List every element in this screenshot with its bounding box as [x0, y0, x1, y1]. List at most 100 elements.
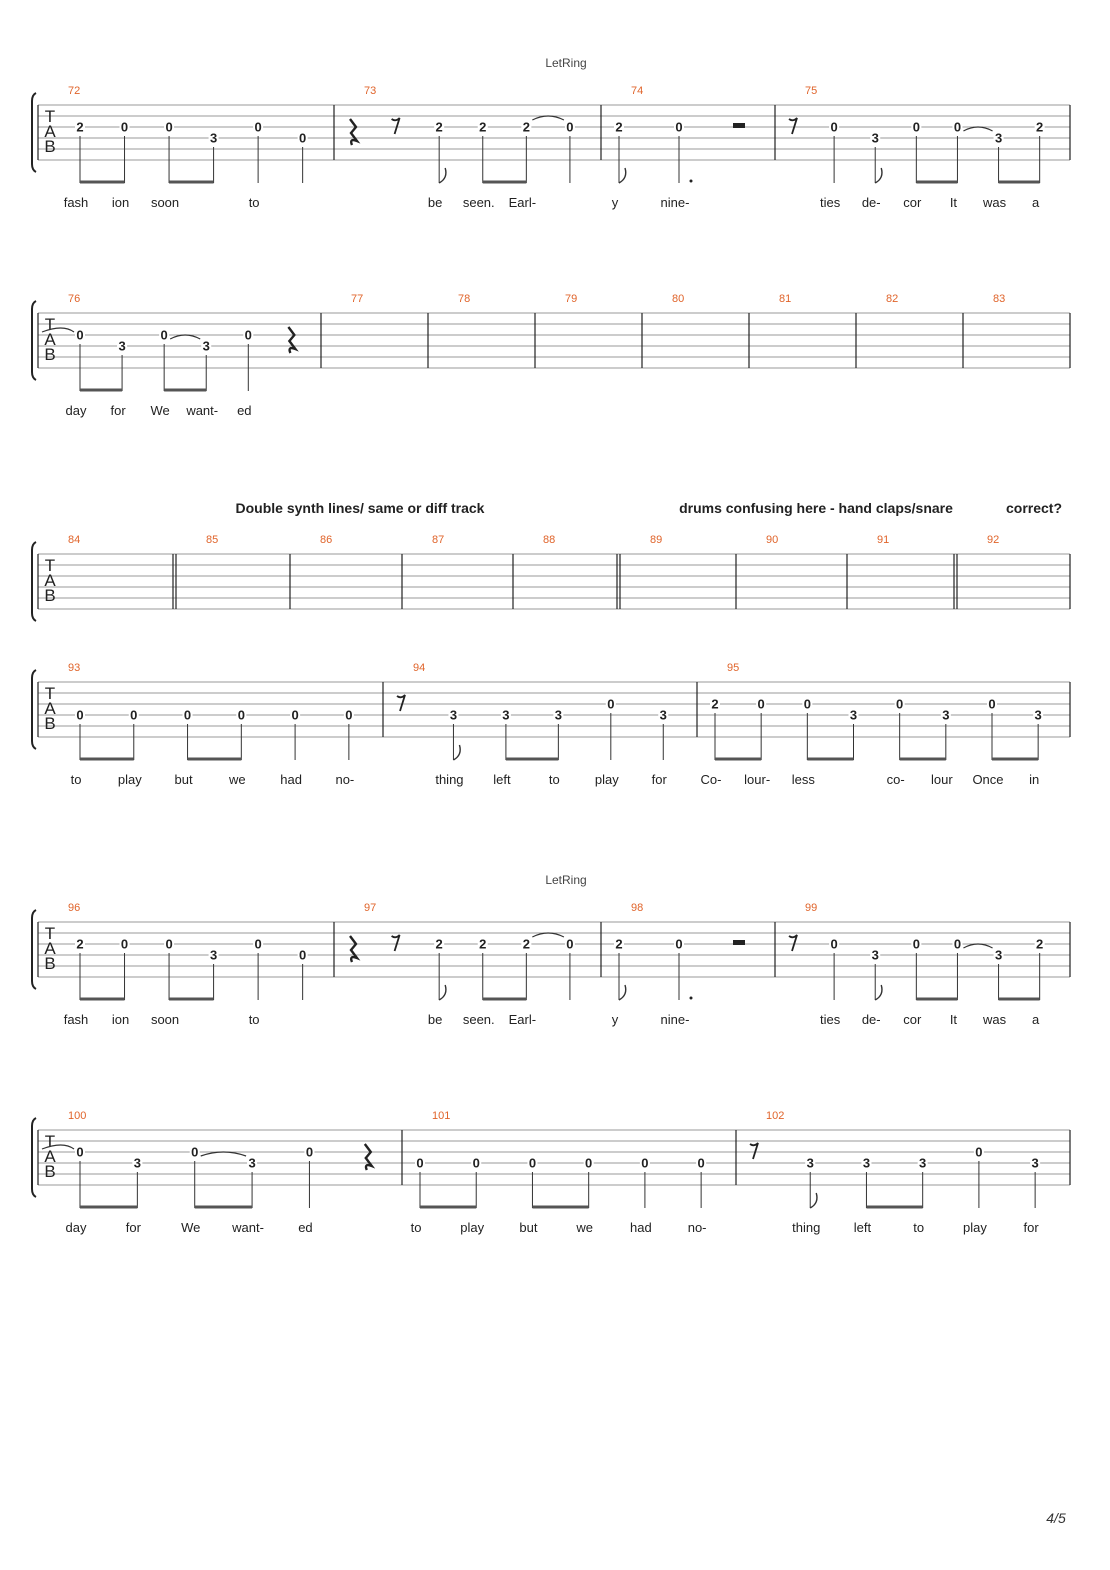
- fret-number: 0: [585, 1156, 592, 1171]
- fret-number: 0: [698, 1156, 705, 1171]
- fret-bg: [952, 938, 963, 950]
- fret-number: 0: [245, 328, 252, 343]
- fret-bg: [208, 949, 219, 961]
- fret-bg: [448, 709, 459, 721]
- lyric-syllable: was: [982, 195, 1007, 210]
- fret-number: 3: [1032, 1156, 1039, 1171]
- measure-number: 93: [68, 662, 80, 674]
- measure-number: 76: [68, 293, 80, 305]
- beam: [187, 757, 242, 761]
- fret-number: 0: [896, 697, 903, 712]
- fret-number: 3: [555, 708, 562, 723]
- note-flag: [809, 1192, 818, 1209]
- measure-number: 73: [364, 85, 376, 97]
- fret-number: 0: [76, 708, 83, 723]
- fret-bg: [119, 121, 130, 133]
- note-flag: [618, 984, 627, 1001]
- fret-bg: [132, 1157, 143, 1169]
- fret-number: 0: [121, 120, 128, 135]
- lyric-syllable: no-: [335, 772, 354, 787]
- fret-bg: [848, 709, 859, 721]
- lyric-syllable: soon: [151, 1012, 179, 1027]
- fret-bg: [870, 132, 881, 144]
- beam: [807, 757, 854, 761]
- fret-bg: [164, 938, 175, 950]
- half-rest: [733, 123, 745, 128]
- measure-number: 97: [364, 902, 376, 914]
- tab-clef-letter: T: [45, 1132, 55, 1151]
- tab-clef-letter: T: [45, 556, 55, 575]
- fret-number: 2: [615, 120, 622, 135]
- lyric-syllable: ion: [112, 1012, 129, 1027]
- tab-clef-letter: A: [44, 571, 56, 590]
- lyric-syllable: ed: [298, 1220, 312, 1235]
- beam: [80, 997, 125, 1001]
- fret-number: 0: [161, 328, 168, 343]
- beam: [998, 180, 1040, 184]
- tie: [200, 1151, 247, 1157]
- fret-number: 3: [248, 1156, 255, 1171]
- tie: [169, 334, 201, 340]
- fret-bg: [201, 340, 212, 352]
- lyric-syllable: left: [493, 772, 511, 787]
- fret-number: 3: [995, 948, 1002, 963]
- lyric-syllable: ties: [820, 195, 841, 210]
- lyric-syllable: We: [151, 403, 170, 418]
- measure-number: 78: [458, 293, 470, 305]
- fret-number: 0: [299, 948, 306, 963]
- system-bracket: [31, 909, 37, 990]
- fret-bg: [304, 1146, 315, 1158]
- page-number: 4/5: [1046, 1510, 1066, 1526]
- lyric-syllable: de-: [862, 1012, 881, 1027]
- fret-number: 0: [254, 120, 261, 135]
- fret-number: 2: [523, 120, 530, 135]
- fret-bg: [986, 698, 997, 710]
- fret-bg: [583, 1157, 594, 1169]
- tie: [532, 115, 565, 121]
- fret-bg: [805, 1157, 816, 1169]
- note-flag: [618, 167, 627, 184]
- fret-bg: [527, 1157, 538, 1169]
- fret-number: 3: [450, 708, 457, 723]
- quarter-rest: [287, 326, 299, 354]
- fret-bg: [1034, 938, 1045, 950]
- system-bracket: [31, 92, 37, 173]
- measure-number: 89: [650, 534, 662, 546]
- fret-bg: [911, 938, 922, 950]
- fret-bg: [236, 709, 247, 721]
- measure-number: 86: [320, 534, 332, 546]
- fret-number: 0: [830, 937, 837, 952]
- measure-number: 99: [805, 902, 817, 914]
- fret-number: 0: [121, 937, 128, 952]
- lyric-syllable: cor: [903, 1012, 922, 1027]
- annotation-text: drums confusing here - hand claps/snare: [679, 500, 953, 516]
- lyric-syllable: Earl-: [509, 1012, 536, 1027]
- fret-bg: [247, 1157, 258, 1169]
- fret-number: 2: [479, 120, 486, 135]
- tab-clef-letter: B: [44, 954, 55, 973]
- lyric-syllable: de-: [862, 195, 881, 210]
- lyric-syllable: a: [1032, 195, 1040, 210]
- fret-bg: [993, 132, 1004, 144]
- fret-bg: [117, 340, 128, 352]
- beam: [899, 757, 946, 761]
- fret-number: 0: [529, 1156, 536, 1171]
- lyric-syllable: It: [950, 195, 958, 210]
- lyric-syllable: co-: [887, 772, 905, 787]
- fret-bg: [243, 329, 254, 341]
- fret-bg: [521, 938, 532, 950]
- lyric-syllable: ion: [112, 195, 129, 210]
- tab-clef-letter: A: [44, 699, 56, 718]
- fret-number: 0: [566, 937, 573, 952]
- fret-bg: [564, 938, 575, 950]
- fret-number: 0: [566, 120, 573, 135]
- let-ring-label: LetRing: [545, 873, 586, 887]
- fret-bg: [614, 121, 624, 133]
- tab-clef-letter: T: [45, 315, 55, 334]
- tab-clef-letter: A: [44, 330, 56, 349]
- measure-number: 92: [987, 534, 999, 546]
- lyric-syllable: a: [1032, 1012, 1040, 1027]
- note-flag: [874, 167, 883, 184]
